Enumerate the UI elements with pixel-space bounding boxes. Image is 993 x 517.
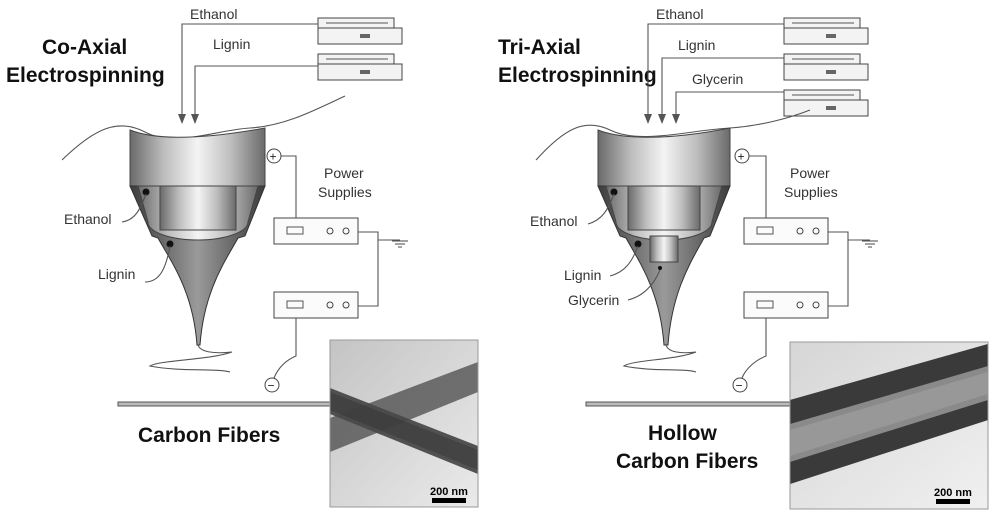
right-panel: Tri-Axial Electrospinning Ethanol <box>498 6 989 510</box>
right-power-label-line1: Power <box>790 165 830 181</box>
right-power-label-line2: Supplies <box>784 184 838 200</box>
right-plus-terminal: + <box>738 150 745 164</box>
right-syringe-pump-2 <box>783 53 869 81</box>
right-power-supply-1 <box>743 217 829 245</box>
left-minus-terminal: − <box>268 379 275 393</box>
right-triaxial-nozzle <box>597 127 731 346</box>
left-power-label-line1: Power <box>324 165 364 181</box>
right-power-supply-2 <box>743 291 829 319</box>
left-result-label: Carbon Fibers <box>138 424 280 447</box>
right-fiber-whip <box>622 344 697 373</box>
right-title-line1: Tri-Axial <box>498 36 581 59</box>
left-scale-bar-label: 200 nm <box>430 486 468 498</box>
left-title-line1: Co-Axial <box>42 36 127 59</box>
left-syringe-pump-1 <box>317 17 403 45</box>
right-feed-lignin: Lignin <box>678 37 715 53</box>
right-ethanol-feed-line <box>647 23 784 118</box>
left-ethanol-feed-line <box>181 23 318 118</box>
right-syringe-pump-3 <box>783 89 869 117</box>
left-feed-ethanol: Ethanol <box>190 6 237 22</box>
left-feed-lignin: Lignin <box>213 36 250 52</box>
right-syringe-pump-1 <box>783 17 869 45</box>
left-collector-plate <box>117 401 339 407</box>
right-title-line2: Electrospinning <box>498 64 657 87</box>
right-feed-glycerin: Glycerin <box>692 71 743 87</box>
right-scale-bar-label: 200 nm <box>934 487 972 499</box>
right-feed-ethanol: Ethanol <box>656 6 703 22</box>
left-label-lignin: Lignin <box>98 266 135 282</box>
right-collector-plate <box>585 401 807 407</box>
left-syringe-pump-2 <box>317 53 403 81</box>
right-result-label-line2: Carbon Fibers <box>616 450 758 473</box>
left-power-label-line2: Supplies <box>318 184 372 200</box>
right-lignin-feed-line <box>661 57 784 118</box>
left-panel: Co-Axial Electrospinning Ethanol Lignin <box>6 6 479 508</box>
right-result-label-line1: Hollow <box>648 422 717 445</box>
left-scale-bar <box>432 498 466 503</box>
left-power-supply-1 <box>273 217 359 245</box>
right-label-glycerin: Glycerin <box>568 292 619 308</box>
left-tem-image: 200 nm <box>329 339 479 508</box>
left-power-supply-2 <box>273 291 359 319</box>
left-plus-terminal: + <box>270 150 277 164</box>
left-coaxial-nozzle <box>129 127 266 346</box>
left-lignin-feed-line <box>194 65 318 118</box>
right-glycerin-feed-line <box>675 91 784 118</box>
right-tem-image: 200 nm <box>789 341 989 510</box>
left-fiber-whip <box>148 344 233 373</box>
left-title-line2: Electrospinning <box>6 64 165 87</box>
right-label-ethanol: Ethanol <box>530 213 577 229</box>
right-label-lignin: Lignin <box>564 267 601 283</box>
right-minus-terminal: − <box>736 379 743 393</box>
right-scale-bar <box>936 499 970 504</box>
left-label-ethanol: Ethanol <box>64 211 111 227</box>
